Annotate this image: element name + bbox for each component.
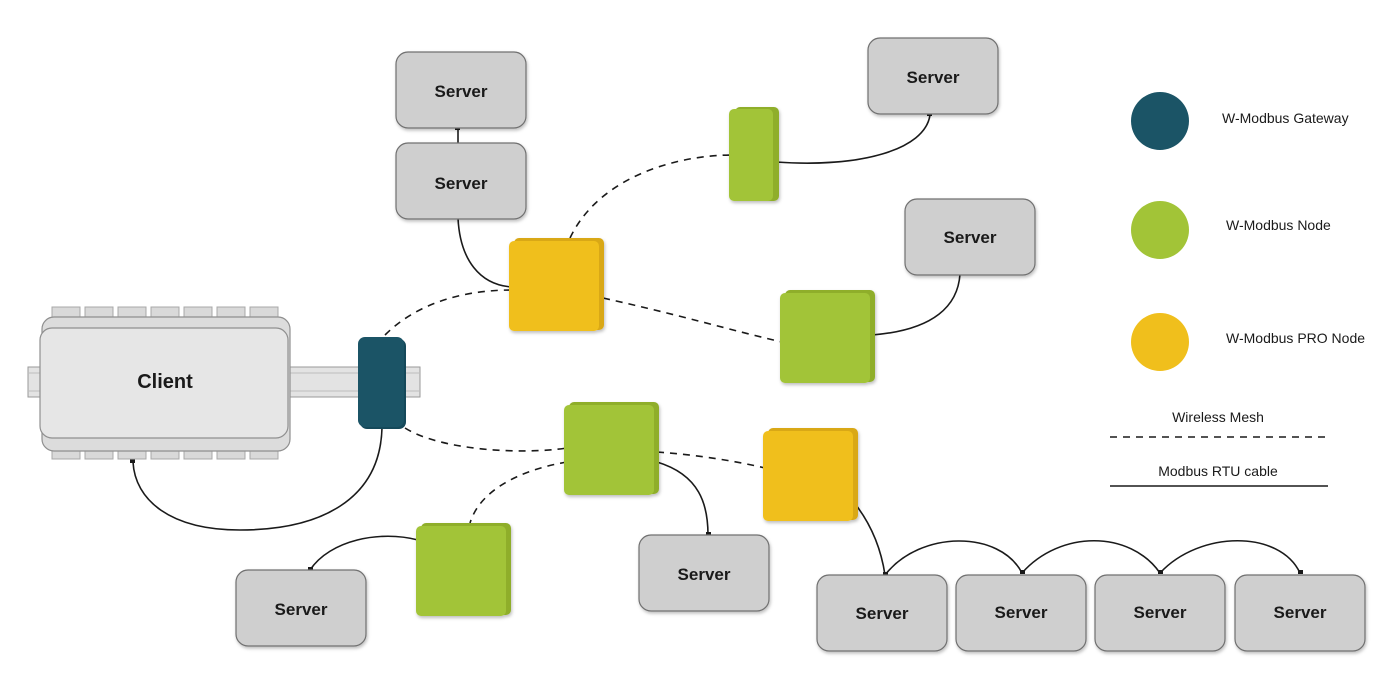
cable-marker: [706, 532, 711, 536]
rtu-cable: [132, 427, 383, 531]
legend-gateway-label: W-Modbus Gateway: [1222, 110, 1349, 126]
client-device[interactable]: Client: [27, 306, 421, 460]
rtu-cable: [1159, 539, 1301, 574]
server-label: Server: [435, 174, 488, 193]
rtu-cable: [309, 535, 419, 571]
legend-wireless-mesh-label: Wireless Mesh: [1172, 409, 1264, 425]
server[interactable]: [1094, 574, 1226, 652]
server-label: Server: [435, 82, 488, 101]
server[interactable]: [235, 569, 367, 647]
mesh-link: [656, 451, 766, 469]
cable-marker: [1020, 570, 1025, 574]
cable-marker: [130, 459, 135, 463]
server-label: Server: [907, 68, 960, 87]
legend-node-swatch: [1131, 201, 1189, 259]
legend-rtu-cable-label: Modbus RTU cable: [1158, 463, 1278, 479]
pro-node[interactable]: [509, 238, 604, 331]
rtu-cable: [855, 504, 886, 576]
rtu-cable: [884, 540, 1023, 576]
mesh-link: [602, 297, 783, 343]
legend-node-label: W-Modbus Node: [1226, 217, 1331, 233]
rtu-cable: [775, 114, 931, 164]
server[interactable]: [1234, 574, 1366, 652]
server[interactable]: [816, 574, 948, 652]
cable-marker: [308, 567, 313, 571]
legend: W-Modbus Gateway W-Modbus Node W-Modbus …: [1110, 92, 1365, 487]
server-label: Server: [856, 604, 909, 623]
modbus-rtu-cables: [132, 114, 1301, 576]
node[interactable]: [780, 290, 875, 383]
server[interactable]: [955, 574, 1087, 652]
rtu-cable: [656, 461, 709, 536]
legend-pro-node-swatch: [1131, 313, 1189, 371]
cable-marker: [1298, 570, 1303, 574]
server-label: Server: [944, 228, 997, 247]
rtu-cable: [871, 273, 961, 336]
server[interactable]: [867, 37, 999, 115]
pro-node[interactable]: [763, 428, 858, 521]
server-label: Server: [1134, 603, 1187, 622]
mesh-link: [569, 154, 733, 239]
legend-pro-node-label: W-Modbus PRO Node: [1226, 330, 1365, 346]
wireless-mesh-links: [384, 154, 783, 524]
node[interactable]: [564, 402, 659, 495]
server-label: Server: [678, 565, 731, 584]
client-label: Client: [137, 371, 193, 393]
cable-end-markers: [130, 112, 1303, 576]
mesh-link: [469, 461, 568, 524]
node[interactable]: [416, 523, 511, 616]
server-label: Server: [275, 600, 328, 619]
server[interactable]: [395, 51, 527, 129]
server[interactable]: [395, 142, 527, 220]
mesh-link: [404, 427, 568, 452]
cable-marker: [883, 572, 888, 576]
server-label: Server: [995, 603, 1048, 622]
legend-gateway-swatch: [1131, 92, 1189, 150]
node[interactable]: [729, 107, 779, 201]
rtu-cable: [1021, 539, 1161, 574]
cable-marker: [1158, 570, 1163, 574]
server-label: Server: [1274, 603, 1327, 622]
mesh-link: [384, 289, 513, 336]
server[interactable]: [638, 534, 770, 612]
server[interactable]: [904, 198, 1036, 276]
gateway-device[interactable]: [358, 337, 406, 429]
rtu-cable: [457, 217, 513, 288]
